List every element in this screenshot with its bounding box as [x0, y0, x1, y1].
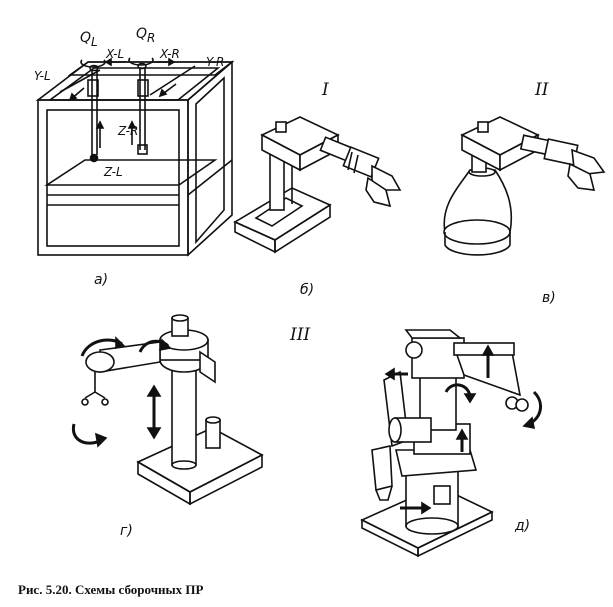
label-y-right: Y-R	[206, 55, 224, 69]
head-v-knob	[477, 121, 489, 133]
panel-label-g: г)	[120, 523, 133, 539]
label-q-left: Q	[80, 30, 91, 46]
scara-base-side	[189, 453, 263, 506]
arrow-vertical-down	[146, 427, 162, 440]
frame-right-face	[187, 60, 233, 257]
carriage-left	[87, 79, 99, 97]
panel-label-a: а)	[94, 272, 108, 288]
arrow-d-up-head	[481, 344, 495, 356]
carriage-right	[137, 79, 149, 97]
gripper-right-box	[137, 144, 148, 155]
gripper-finger-lower	[365, 176, 392, 208]
arm-base-side	[417, 510, 493, 558]
gripper-v-finger-lower	[567, 162, 596, 191]
label-z-right: Z-R	[117, 124, 138, 138]
panel-d-articulated-robot: д)	[360, 329, 543, 558]
arm-shoulder-top	[404, 329, 463, 339]
arrow-vertical-up	[146, 384, 162, 397]
arrow-d-turret-up-head	[455, 428, 469, 440]
knob-right	[137, 62, 147, 70]
arrow-d-left-head	[384, 367, 395, 381]
panel-label-v: в)	[542, 290, 556, 306]
arrow-rotate-wrist-head	[94, 432, 108, 448]
head-knob	[275, 121, 287, 133]
arm-tool-tip	[375, 485, 393, 501]
label-y-left: Y-L	[34, 69, 51, 83]
figure-caption: Рис. 5.20. Схемы сборочных ПР	[18, 582, 204, 597]
arrow-z-right-head	[127, 120, 137, 129]
arrow-y-left-head	[68, 92, 78, 102]
label-q-left-sub: L	[91, 35, 98, 49]
roman-label-two: II	[534, 80, 549, 100]
arrow-z-left-head	[95, 120, 105, 129]
gripper-left-dot	[89, 153, 99, 163]
frame-middle-shelf	[44, 159, 218, 186]
frame-top-inner	[47, 67, 221, 101]
label-x-right: X-R	[159, 47, 180, 61]
arrow-x-left-head	[104, 57, 112, 67]
scara-base-top	[136, 427, 264, 493]
frame-right-inner	[195, 76, 225, 245]
arrow-d-rotate-end-head	[522, 416, 536, 430]
panel-b-column-robot: I б)	[233, 80, 402, 298]
rail-left	[59, 69, 101, 93]
label-q-right-sub: R	[147, 31, 155, 45]
label-z-left: Z-L	[103, 165, 123, 179]
scara-gripper-tip-left	[81, 398, 89, 406]
label-q-right: Q	[136, 26, 147, 42]
bell-base-rim	[443, 219, 511, 245]
panel-a-gantry-robot: Q L Q R X-L X-R Y-L Y-R Z-R Z-L а)	[34, 26, 235, 288]
wrist-ring-1	[347, 151, 353, 171]
rotation-arrow-left	[80, 59, 106, 68]
wrist-ring-2	[353, 154, 359, 174]
base-plate-side	[274, 203, 331, 254]
arm-pedestal-window	[433, 485, 451, 505]
arm-shoulder-joint	[405, 341, 423, 359]
arm-pedestal-bottom	[405, 517, 459, 535]
rail-right	[149, 65, 196, 96]
base-plate-front	[234, 220, 276, 254]
panel-v-round-base-robot: II в)	[443, 80, 606, 306]
scara-gripper-tip-right	[101, 398, 109, 406]
panel-label-b: б)	[300, 282, 314, 298]
scara-elbow	[85, 351, 115, 373]
scara-arm-link	[199, 350, 216, 384]
arrow-d-base-head	[421, 501, 432, 515]
scara-motor-cap	[171, 314, 189, 322]
panel-label-d: д)	[514, 518, 530, 534]
roman-label-one: I	[321, 80, 329, 100]
label-x-left: X-L	[105, 47, 124, 61]
scara-gripper	[84, 391, 106, 399]
arrow-rotate-shoulder-head	[158, 338, 172, 352]
roman-label-three: III	[289, 325, 310, 345]
scara-column	[171, 369, 197, 466]
panel-g-scara-robot: III г)	[71, 314, 310, 539]
knob-left	[89, 64, 99, 72]
rotation-arrow-right	[128, 57, 154, 66]
frame-side-rail	[187, 159, 233, 196]
scara-actuator	[205, 419, 221, 449]
bell-base	[443, 169, 513, 233]
arm-wrist-face	[388, 417, 402, 443]
arrow-d-rotate-elbow-head	[463, 393, 477, 404]
arm-elbow-joint-b	[515, 398, 529, 412]
arrow-rotate-arm-head	[115, 336, 126, 350]
arm-tool-body	[371, 445, 393, 492]
arrow-x-right-head	[168, 57, 176, 67]
bell-base-bottom	[444, 232, 511, 256]
arrow-y-right-head	[158, 88, 168, 98]
scara-actuator-top	[205, 416, 221, 424]
scara-column-bottom	[171, 460, 197, 470]
frame-front-inner	[46, 109, 180, 247]
